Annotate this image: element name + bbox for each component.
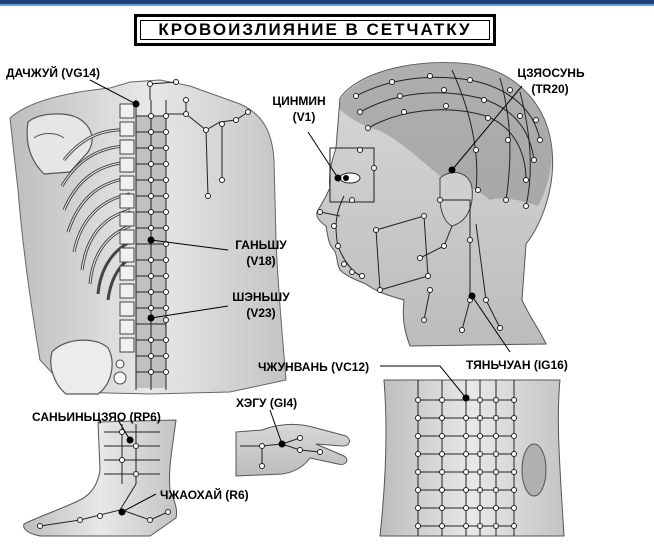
page-title: КРОВОИЗЛИЯНИЕ В СЕТЧАТКУ xyxy=(134,14,496,46)
label-rp6: САНЬИНЬЦЗЯО (RP6) xyxy=(32,410,161,424)
label-tr20-name: ЦЗЯОСУНЬ xyxy=(517,66,585,80)
window-top-accent xyxy=(0,4,654,6)
label-gi4: ХЭГУ (GI4) xyxy=(236,396,298,410)
abdomen-figure xyxy=(379,365,565,537)
label-r6: ЧЖАОХАЙ (R6) xyxy=(160,488,249,502)
back-torso-figure xyxy=(9,79,287,395)
label-vc12: ЧЖУНВАНЬ (VC12) xyxy=(258,360,370,374)
title-text: КРОВОИЗЛИЯНИЕ В СЕТЧАТКУ xyxy=(158,20,472,39)
label-ig16: ТЯНЬЧУАН (IG16) xyxy=(466,358,568,372)
label-v1-name: ЦИНМИН xyxy=(272,94,326,108)
head-profile-figure xyxy=(307,62,554,353)
label-v1-code: (V1) xyxy=(292,110,316,124)
label-v23-name: ШЭНЬШУ xyxy=(232,290,290,304)
label-v23-code: (V23) xyxy=(246,306,276,320)
label-vg14: ДАЧЖУЙ (VG14) xyxy=(6,66,100,80)
label-tr20-code: (TR20) xyxy=(531,82,569,96)
hand-figure xyxy=(235,409,350,477)
label-v18-name: ГАНЬШУ xyxy=(235,238,287,252)
title-inner-border xyxy=(140,20,490,40)
leg-foot-figure xyxy=(23,419,177,537)
label-v18-code: (V18) xyxy=(246,254,276,268)
window-top-bar xyxy=(0,0,654,4)
